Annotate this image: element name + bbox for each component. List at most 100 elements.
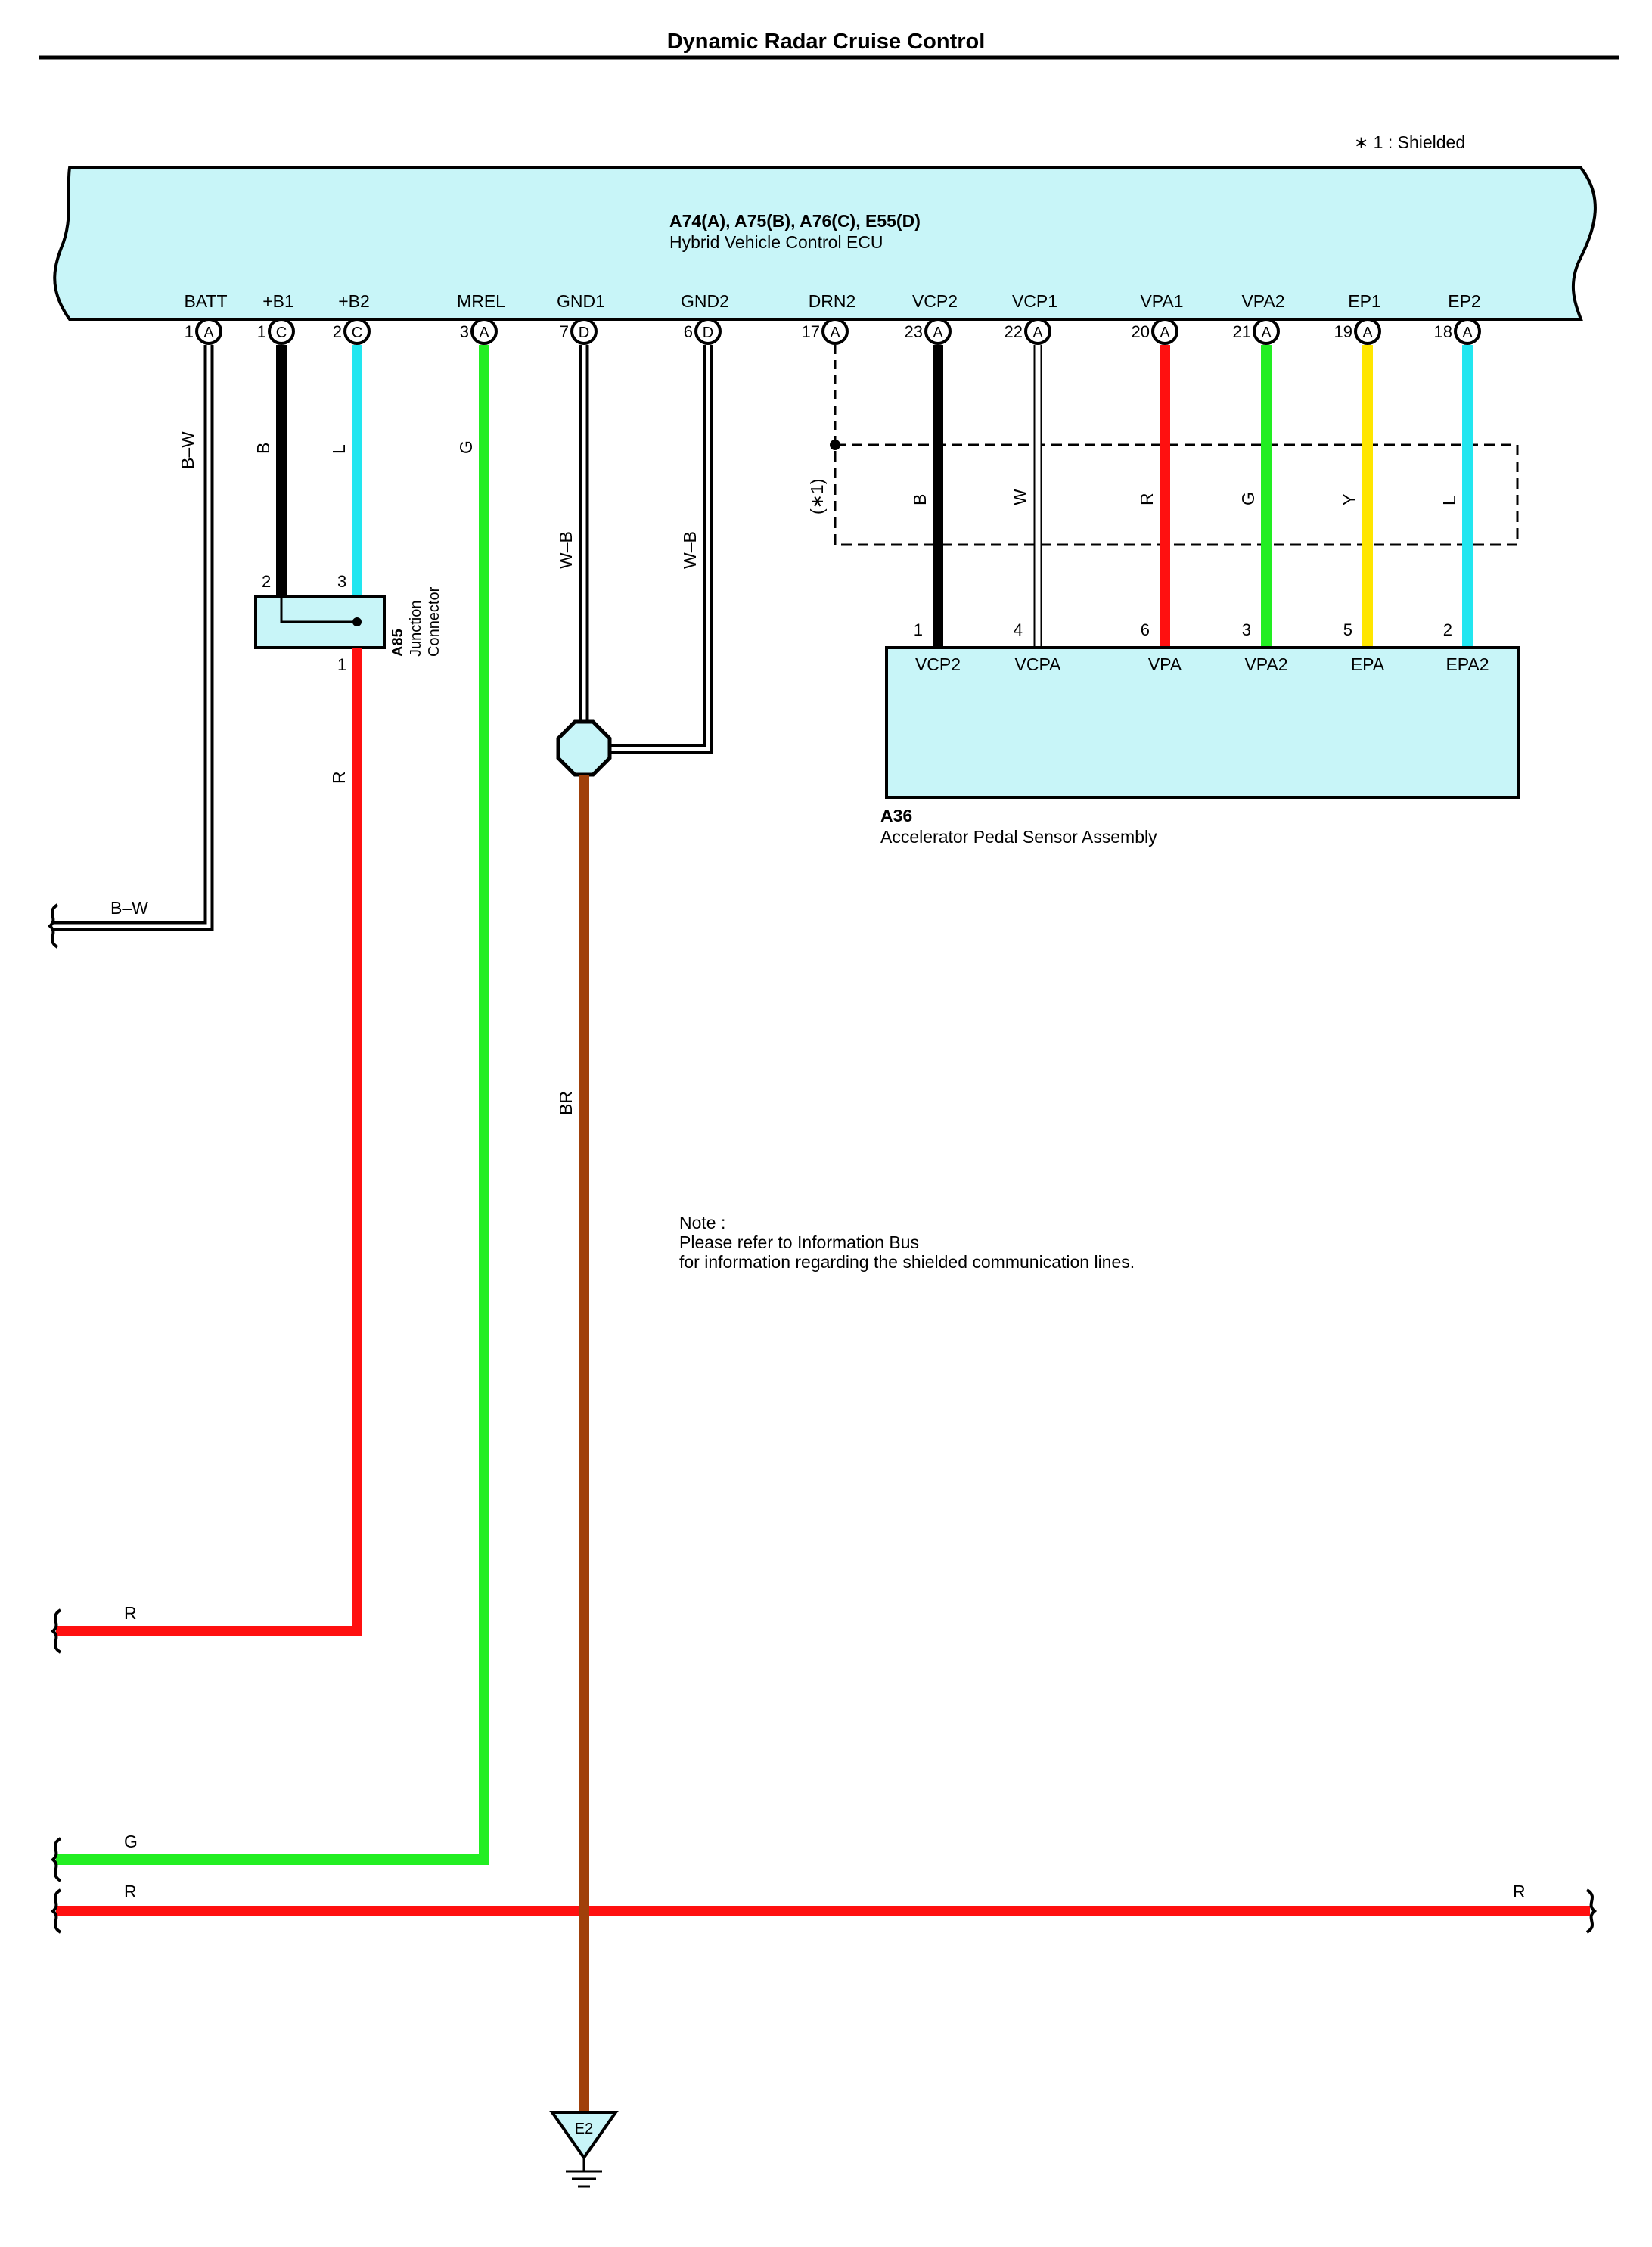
batt-wire-label: B–W <box>178 431 197 469</box>
ecu-connector-vcp1-code: A <box>1032 325 1043 341</box>
junction-r-wire-label: R <box>329 771 349 784</box>
sensor-terminal-vcpa-pin: 4 <box>1014 620 1023 639</box>
ecu-terminal-gnd1-pin: 7 <box>560 322 569 341</box>
sensor-terminal-epa-pin: 5 <box>1343 620 1352 639</box>
sensor-wire-epa-label: Y <box>1340 494 1359 505</box>
ecu-connector-vcp2-circle <box>924 318 952 345</box>
ecu-connector-vpa1-circle <box>1151 318 1178 345</box>
ecu-terminal-drn2-pin: 17 <box>802 322 820 341</box>
sensor-terminal-vpa2-pin: 3 <box>1242 620 1251 639</box>
note-heading: Note : <box>679 1213 725 1232</box>
junction-name-1: Junction <box>408 601 424 657</box>
ecu-connector-mrel-circle <box>470 318 498 345</box>
splice-point <box>556 719 612 777</box>
ecu-terminal-mrel-name: MREL <box>457 291 505 311</box>
ecu-terminal-ep2-name: EP2 <box>1448 291 1480 311</box>
diagram-title: Dynamic Radar Cruise Control <box>667 30 986 54</box>
ecu-name: Hybrid Vehicle Control ECU <box>669 232 883 252</box>
batt-exit-label: B–W <box>110 898 148 918</box>
ecu-terminal-vcp2-pin: 23 <box>905 322 923 341</box>
ecu-terminal-plus-b1-pin: 1 <box>257 322 266 341</box>
junction-r-wire <box>56 648 362 1636</box>
sensor-terminal-vpa-name: VPA <box>1148 654 1182 674</box>
ecu-terminal-plus-b1-name: +B1 <box>262 291 294 311</box>
ecu-connector-drn2-code: A <box>830 325 840 341</box>
sensor-name: Accelerator Pedal Sensor Assembly <box>880 827 1157 847</box>
ecu-connector-vpa1-code: A <box>1160 325 1170 341</box>
sensor-wire-vpa-label: R <box>1137 493 1157 505</box>
gnd2-wire-label: W–B <box>680 531 700 569</box>
junction-name-2: Connector <box>426 586 442 657</box>
junction-node <box>352 617 362 626</box>
ecu-terminal-plus-b2-pin: 2 <box>333 322 342 341</box>
ecu-terminal-vcp2-name: VCP2 <box>912 291 958 311</box>
sensor-box <box>885 646 1520 799</box>
ecu-connector-ep2-circle <box>1454 318 1481 345</box>
b1-wire-label: B <box>253 443 273 454</box>
note-line-1: Please refer to Information Bus <box>679 1232 919 1252</box>
ecu-connector-ep1-code: A <box>1362 325 1373 341</box>
ecu-terminal-ep2-pin: 18 <box>1434 322 1452 341</box>
ecu-terminal-ep1-pin: 19 <box>1334 322 1352 341</box>
junction-pin-out: 1 <box>337 655 346 674</box>
sensor-terminal-vpa2-name: VPA2 <box>1244 654 1287 674</box>
ecu-connectors: A74(A), A75(B), A76(C), E55(D) <box>669 211 921 231</box>
ecu-connector-vpa2-code: A <box>1261 325 1272 341</box>
r1-exit-break <box>50 1608 62 1654</box>
ecu-connector-batt-circle <box>195 318 222 345</box>
sensor-wire-vcp2-label: B <box>910 494 930 505</box>
ecu-connector-plus-b2-circle <box>343 318 371 345</box>
ecu-connector-mrel-code: A <box>479 325 489 341</box>
ecu-connector-ep1-circle <box>1354 318 1381 345</box>
ecu-connector-plus-b2-code: C <box>352 325 362 341</box>
ecu-terminal-vpa1-name: VPA1 <box>1140 291 1183 311</box>
junction-code: A85 <box>390 629 406 657</box>
ground-label: E2 <box>575 2121 593 2137</box>
ecu-connector-vcp1-circle <box>1024 318 1051 345</box>
ecu-connector-gnd2-circle <box>694 318 722 345</box>
ecu-connector-gnd2-code: D <box>703 325 713 341</box>
ecu-connector-vcp2-code: A <box>933 325 943 341</box>
sensor-terminal-vcp2-name: VCP2 <box>915 654 961 674</box>
shield-legend: ∗ 1 : Shielded <box>1354 132 1465 152</box>
g-exit-label: G <box>124 1832 138 1851</box>
sensor-terminal-vpa-pin: 6 <box>1141 620 1150 639</box>
r2-right-label: R <box>1513 1882 1526 1901</box>
note-line-2: for information regarding the shielded c… <box>679 1252 1135 1272</box>
ecu-terminal-batt-pin: 1 <box>185 322 194 341</box>
ground-br-label: BR <box>556 1091 576 1115</box>
gnd1-wire-label: W–B <box>556 531 576 569</box>
ecu-connector-ep2-code: A <box>1462 325 1473 341</box>
ecu-connector-gnd1-circle <box>570 318 598 345</box>
sensor-wire-epa2-label: L <box>1439 496 1459 505</box>
ecu-terminal-vcp1-name: VCP1 <box>1012 291 1057 311</box>
sensor-terminal-epa2-pin: 2 <box>1443 620 1452 639</box>
ecu-connector-plus-b1-circle <box>268 318 295 345</box>
sensor-wire-vpa2-label: G <box>1238 492 1258 505</box>
sensor-wire-vcpa-label: W <box>1010 489 1029 505</box>
ecu-terminal-vpa1-pin: 20 <box>1132 322 1150 341</box>
r1-exit-label: R <box>124 1603 137 1623</box>
ecu-terminal-ep1-name: EP1 <box>1348 291 1380 311</box>
batt-wire <box>53 345 214 931</box>
junction-pin-l: 3 <box>337 572 346 591</box>
g-exit-break <box>50 1837 62 1882</box>
sensor-terminal-epa-name: EPA <box>1351 654 1385 674</box>
ecu-terminal-vpa2-pin: 21 <box>1233 322 1251 341</box>
sensor-terminal-epa2-name: EPA2 <box>1446 654 1489 674</box>
earth-icon <box>566 2158 602 2188</box>
r2-left-label: R <box>124 1882 137 1901</box>
r2-right-break <box>1585 1888 1598 1934</box>
ecu-connector-batt-code: A <box>203 325 214 341</box>
ecu-terminal-gnd2-pin: 6 <box>684 322 693 341</box>
ecu-connector-vpa2-circle <box>1253 318 1280 345</box>
ecu-terminal-batt-name: BATT <box>184 291 227 311</box>
batt-exit-break <box>47 903 59 949</box>
ecu-connector-gnd1-code: D <box>579 325 589 341</box>
ecu-terminal-mrel-pin: 3 <box>460 322 469 341</box>
sensor-code: A36 <box>880 806 912 825</box>
ecu-terminal-gnd1-name: GND1 <box>557 291 605 311</box>
